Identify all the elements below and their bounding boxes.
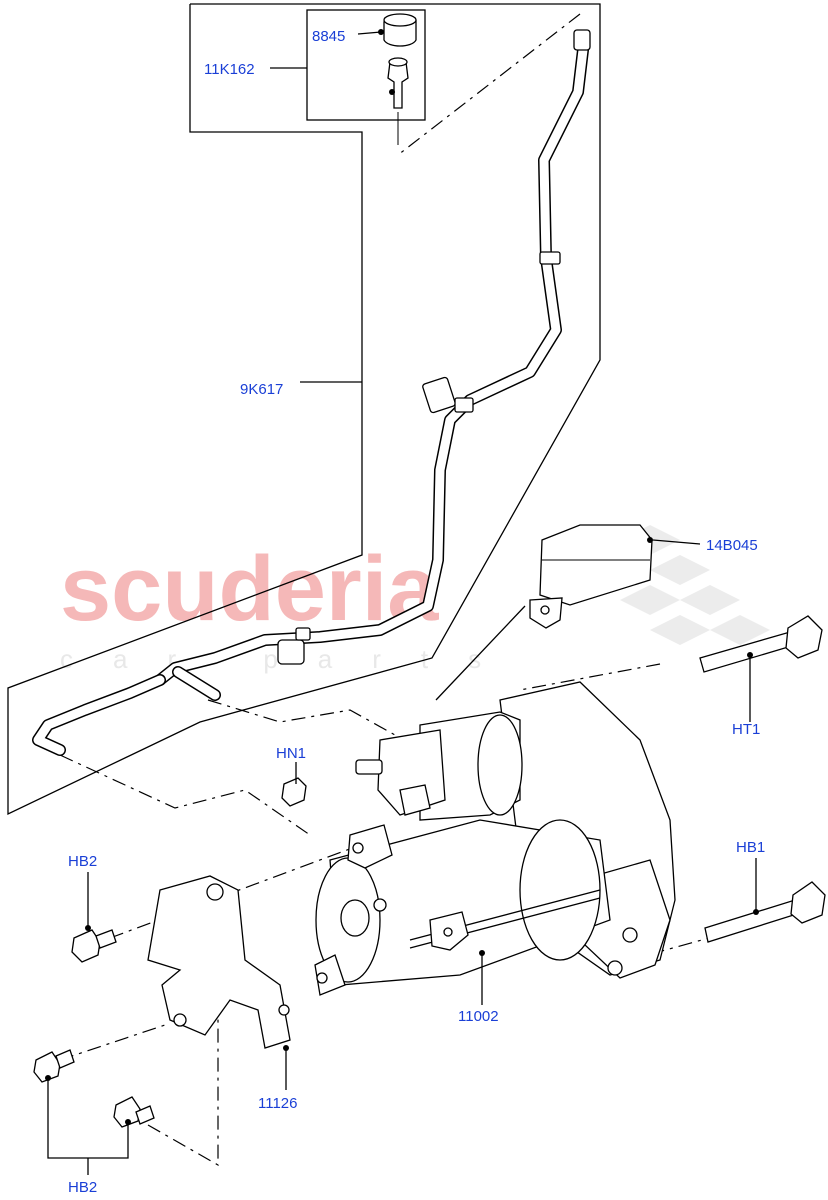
vent-pipe xyxy=(32,29,591,756)
label-bolt-bottom: HB2 xyxy=(68,1179,97,1196)
label-starter-motor: 11002 xyxy=(458,1008,499,1025)
bolt-hb2-bottom xyxy=(33,1049,155,1175)
label-bolt-left: HB2 xyxy=(68,853,97,870)
watermark-sub: car parts xyxy=(60,644,521,674)
frame-lines xyxy=(7,3,601,816)
relay-module xyxy=(435,524,653,701)
watermark: scuderia car parts xyxy=(60,525,770,674)
label-nut: HN1 xyxy=(276,745,306,762)
label-bolt-right: HB1 xyxy=(736,839,765,856)
label-bolt-top: HT1 xyxy=(732,721,760,738)
valve-kit xyxy=(378,13,417,145)
label-vent-pipe: 9K617 xyxy=(240,381,283,398)
starter-motor xyxy=(314,681,676,1005)
label-valve-kit: 11K162 xyxy=(204,61,255,78)
nut-hn1 xyxy=(281,762,307,807)
valve-part xyxy=(387,61,409,109)
callout-labels: 8845 11K162 9K617 14B045 HT1 HN1 HB2 HB1… xyxy=(68,28,765,1196)
bolt-ht1 xyxy=(699,615,823,722)
bolt-hb2-left xyxy=(71,872,117,963)
watermark-brand: scuderia xyxy=(60,538,439,640)
bolt-hb1 xyxy=(704,858,826,943)
label-bracket: 11126 xyxy=(258,1095,298,1112)
bracket xyxy=(147,875,291,1090)
callout-leaders xyxy=(270,31,701,545)
label-cap: 8845 xyxy=(312,28,345,45)
label-relay-module: 14B045 xyxy=(706,537,758,554)
